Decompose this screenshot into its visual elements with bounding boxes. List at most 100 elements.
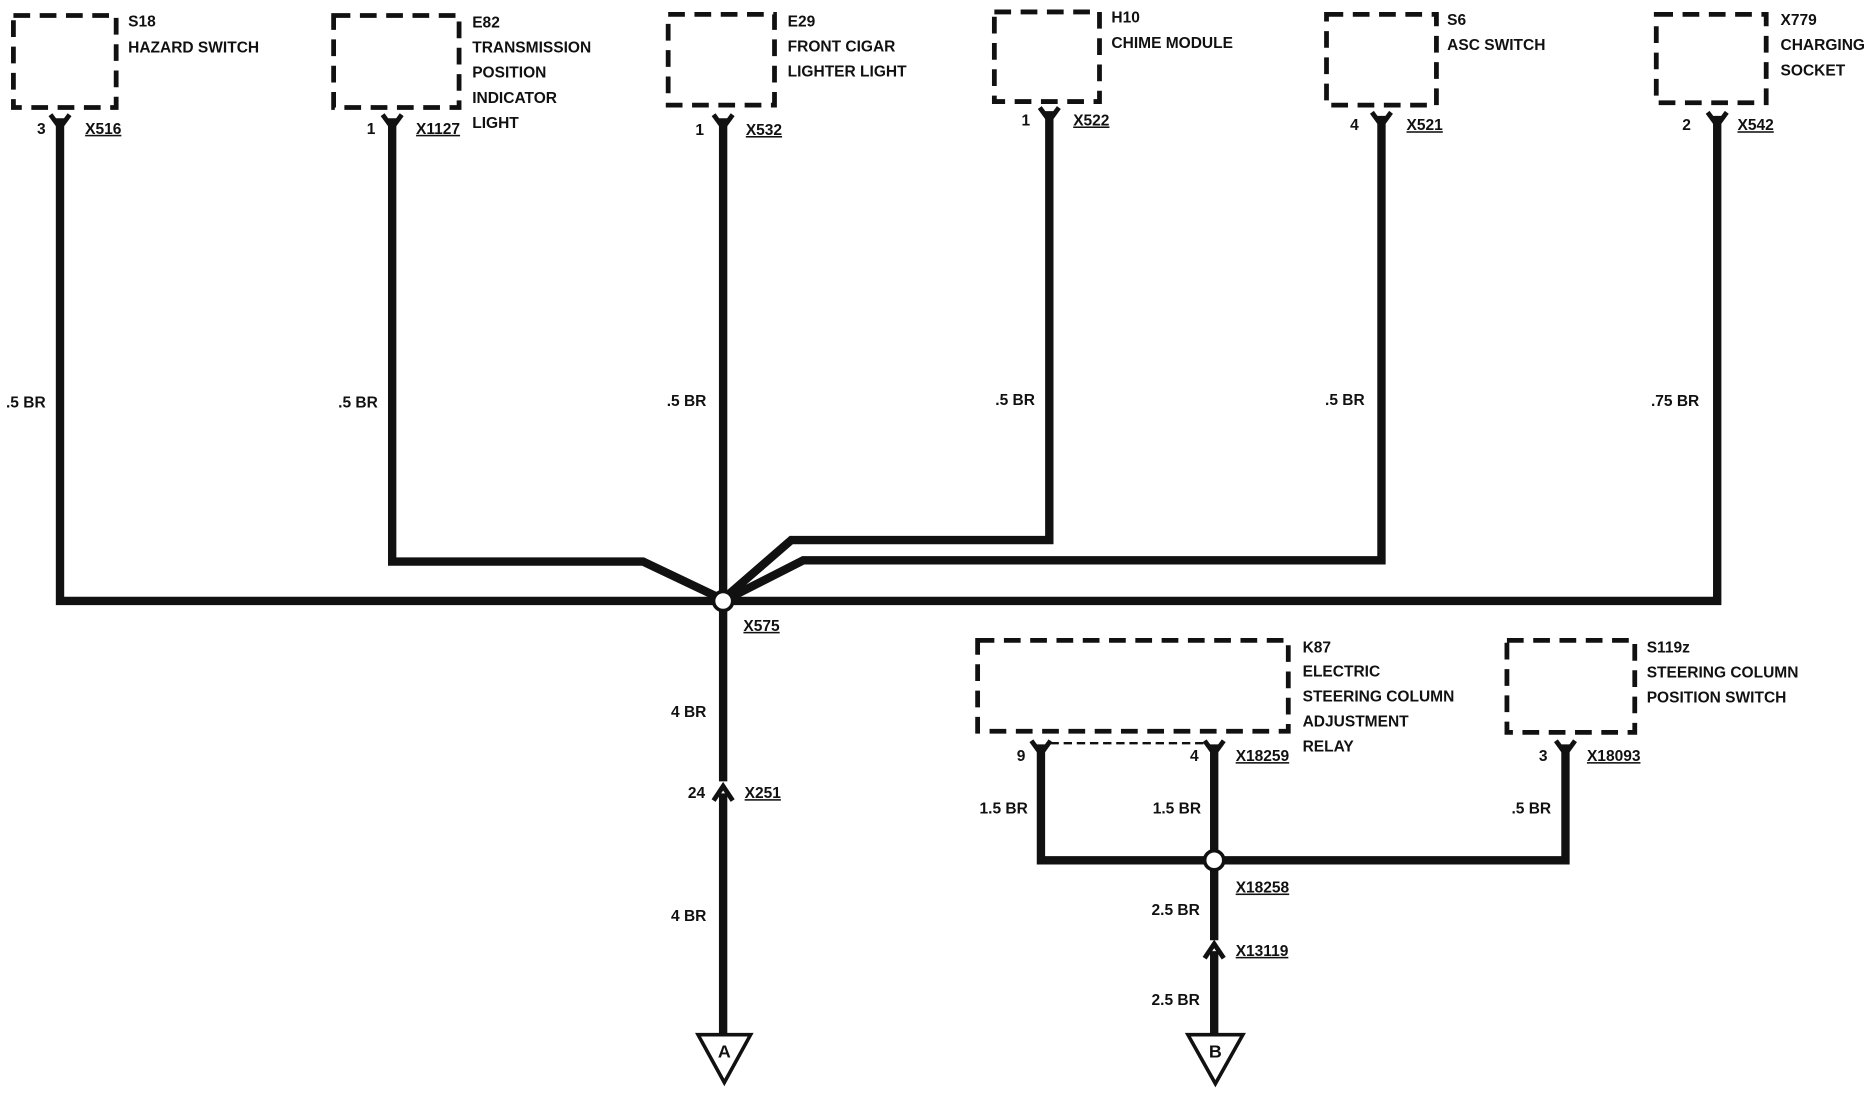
hazard-switch-wire-label: .5 BR <box>6 394 46 411</box>
steering-relay-connector-label: X18259 <box>1236 748 1290 765</box>
steering-relay: K87 ELECTRIC STEERING COLUMN ADJUSTMENT … <box>975 638 1455 818</box>
asc-switch-wire-label: .5 BR <box>1325 392 1365 409</box>
ground-a-symbol <box>695 1032 754 1087</box>
inline-connector-x251-pin-number: 24 <box>688 785 706 802</box>
chime-module-wire <box>725 111 1054 599</box>
inline-connector-x13119-label: X13119 <box>1236 943 1289 960</box>
transmission-indicator-light-name-label: POSITION <box>472 65 546 82</box>
hazard-switch-pin-terminal <box>48 113 72 132</box>
steering-relay-name-label: RELAY <box>1303 739 1355 756</box>
steering-position-switch-connector-label: X18093 <box>1587 748 1641 765</box>
inline-connector-x251-label: X251 <box>745 785 782 802</box>
chime-module-wire-label: .5 BR <box>995 392 1035 409</box>
cigar-lighter-light-pin-terminal <box>711 113 735 132</box>
steering-position-switch-pin-number: 3 <box>1539 748 1548 765</box>
cigar-lighter-light-ref-label: E29 <box>788 13 816 30</box>
steering-position-switch-ref-label: S119z <box>1647 639 1690 656</box>
steering-position-switch-wire-label: .5 BR <box>1511 801 1551 818</box>
steering-relay-pin9-wire-label: 1.5 BR <box>980 801 1028 818</box>
charging-socket-connector-label: X542 <box>1738 117 1775 134</box>
transmission-indicator-light-name-label: LIGHT <box>472 115 519 132</box>
steering-relay-box <box>975 638 1291 734</box>
ground-b-symbol <box>1184 1032 1246 1088</box>
hazard-switch-box <box>11 13 119 110</box>
chime-module-pin-number: 1 <box>1022 112 1031 129</box>
steering-position-switch-pin-terminal <box>1553 739 1577 758</box>
steering-position-switch-name-label: POSITION SWITCH <box>1647 690 1787 707</box>
charging-socket-box <box>1653 11 1769 106</box>
charging-socket-wire <box>723 115 1722 606</box>
hazard-switch-wire <box>55 118 724 606</box>
steering-relay-pin4-number: 4 <box>1190 748 1199 765</box>
hazard-switch-connector-label: X516 <box>85 121 122 138</box>
asc-switch-ref-label: S6 <box>1447 12 1466 29</box>
charging-socket-name-label: CHARGING <box>1781 37 1865 54</box>
asc-switch-pin-number: 4 <box>1350 117 1359 134</box>
chime-module-ref-label: H10 <box>1111 10 1139 27</box>
steering-relay-ref-label: K87 <box>1303 639 1331 656</box>
hazard-switch-ref-label: S18 <box>128 13 156 30</box>
steering-relay-name-label: ELECTRIC <box>1303 663 1381 680</box>
asc-switch-connector-label: X521 <box>1407 117 1444 134</box>
hazard-switch-name-label: HAZARD SWITCH <box>128 40 259 57</box>
steering-relay-pin4-terminal <box>1202 739 1226 758</box>
steering-relay-name-label: STEERING COLUMN <box>1303 688 1455 705</box>
splice-x575-node <box>711 589 735 613</box>
splice-x18258-label: X18258 <box>1236 880 1290 897</box>
asc-switch-box <box>1324 11 1439 108</box>
transmission-indicator-light: E82 TRANSMISSION POSITION INDICATOR LIGH… <box>331 13 591 411</box>
steering-relay-pin4-wire-label: 1.5 BR <box>1153 801 1201 818</box>
transmission-indicator-light-ref-label: E82 <box>472 14 500 31</box>
steering-relay-pin9-wire <box>1036 744 1215 865</box>
charging-socket-pin-terminal <box>1705 110 1729 130</box>
transmission-indicator-light-name-label: INDICATOR <box>472 90 557 107</box>
transmission-indicator-light-name-label: TRANSMISSION <box>472 40 591 57</box>
transmission-indicator-light-pin-number: 1 <box>367 121 376 138</box>
upper-ground-wires <box>55 111 1722 1035</box>
ground-b-feed-wire-label: 2.5 BR <box>1152 902 1200 919</box>
charging-socket-name-label: SOCKET <box>1781 62 1846 79</box>
ground-a-path: 4 BR 24 X251 4 BR A <box>671 704 782 1087</box>
hazard-switch-pin-number: 3 <box>37 121 46 138</box>
steering-relay-name-label: ADJUSTMENT <box>1303 713 1410 730</box>
transmission-indicator-light-wire-label: .5 BR <box>338 394 378 411</box>
ground-a-feed-wire-label: 4 BR <box>671 704 706 721</box>
chime-module-name-label: CHIME MODULE <box>1111 35 1233 52</box>
transmission-indicator-light-box <box>331 13 462 110</box>
charging-socket-pin-number: 2 <box>1682 117 1691 134</box>
ground-a-wire-label: 4 BR <box>671 908 706 925</box>
chime-module-connector-label: X522 <box>1073 112 1110 129</box>
cigar-lighter-light-pin-number: 1 <box>695 122 704 139</box>
asc-switch-pin-terminal <box>1369 110 1393 130</box>
ground-b-letter: B <box>1209 1041 1222 1061</box>
cigar-lighter-light: E29 FRONT CIGAR LIGHTER LIGHT 1 X532 .5 … <box>665 11 907 410</box>
splice-x18258-node <box>1202 848 1226 872</box>
asc-switch: S6 ASC SWITCH 4 X521 .5 BR <box>1324 11 1545 409</box>
inline-connector-x13119-terminal <box>1202 939 1226 960</box>
cigar-lighter-light-wire-label: .5 BR <box>667 393 707 410</box>
steering-position-switch-box <box>1504 638 1638 735</box>
chime-module-pin-terminal <box>1037 106 1061 125</box>
splice-x18258: X18258 <box>1202 848 1290 897</box>
charging-socket-wire-label: .75 BR <box>1651 393 1699 410</box>
cigar-lighter-light-connector-label: X532 <box>746 122 783 139</box>
cigar-lighter-light-box <box>665 11 777 108</box>
steering-position-switch-name-label: STEERING COLUMN <box>1647 664 1799 681</box>
inline-connector-x251-terminal <box>711 781 735 802</box>
steering-relay-pin9-terminal <box>1029 739 1053 758</box>
asc-switch-wire <box>728 115 1386 602</box>
steering-relay-pin9-number: 9 <box>1017 748 1026 765</box>
transmission-indicator-light-pin-terminal <box>380 113 404 132</box>
steering-position-switch-wire <box>1214 744 1570 865</box>
steering-position-switch: S119z STEERING COLUMN POSITION SWITCH 3 … <box>1504 638 1799 818</box>
hazard-switch: S18 HAZARD SWITCH 3 X516 .5 BR <box>6 13 259 411</box>
ground-a-letter: A <box>718 1041 731 1061</box>
splice-x575-label: X575 <box>743 618 780 635</box>
asc-switch-name-label: ASC SWITCH <box>1447 37 1545 54</box>
transmission-indicator-light-connector-label: X1127 <box>416 121 460 138</box>
lower-ground-wires <box>1036 744 1570 1035</box>
charging-socket: X779 CHARGING SOCKET 2 X542 .75 BR <box>1651 11 1865 410</box>
chime-module-box <box>991 9 1102 104</box>
